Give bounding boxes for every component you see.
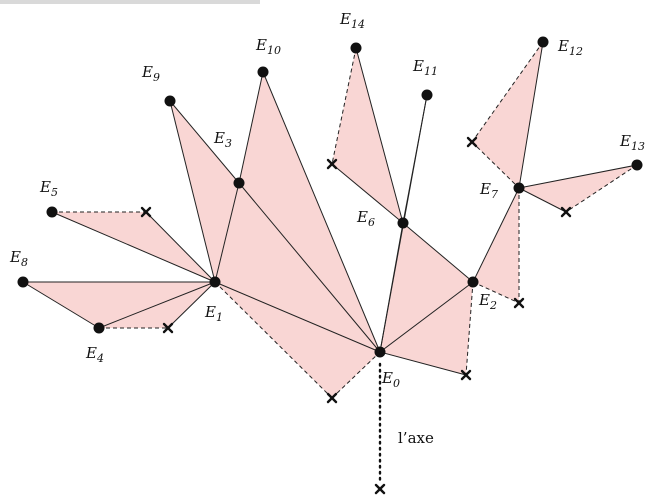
region-e0-e3-e10 — [239, 72, 380, 352]
vertex-e9 — [164, 95, 176, 107]
vertex-e8 — [17, 276, 29, 288]
label-e4: E4 — [85, 344, 104, 365]
region-e0-e2-x — [380, 282, 473, 375]
cross-marker — [326, 158, 338, 170]
vertex-labels: E0 E1 E2 E3 E4 E5 E6 E7 E8 E9 E10 E11 E1… — [9, 10, 645, 390]
cross-marker — [140, 206, 152, 218]
vertex-e0 — [374, 346, 386, 358]
vertex-e3 — [233, 177, 245, 189]
label-e12: E12 — [557, 37, 583, 58]
label-e3: E3 — [213, 129, 232, 150]
vertex-e14 — [350, 42, 362, 54]
vertex-e10 — [257, 66, 269, 78]
cross-marker — [513, 297, 525, 309]
label-e14: E14 — [339, 10, 365, 31]
label-e6: E6 — [356, 208, 375, 229]
cross-marker — [326, 392, 338, 404]
vertex-e6 — [397, 217, 409, 229]
cross-marker — [374, 483, 386, 495]
top-strip — [0, 0, 260, 4]
axis-label: l’axe — [398, 429, 434, 447]
vertex-e12 — [537, 36, 549, 48]
label-e0: E0 — [381, 369, 400, 390]
label-e9: E9 — [141, 63, 160, 84]
shaded-regions — [23, 42, 637, 398]
label-e8: E8 — [9, 248, 28, 269]
region-e1-e8-e4 — [23, 282, 215, 328]
cross-marker — [560, 206, 572, 218]
region-e7-e13 — [519, 165, 637, 212]
label-e2: E2 — [478, 291, 497, 312]
region-e2-e7-x — [473, 188, 519, 303]
vertex-e11 — [421, 89, 433, 101]
cross-marker — [466, 136, 478, 148]
label-e10: E10 — [255, 36, 281, 57]
region-e0-e1-e3 — [215, 183, 380, 352]
vertex-e2 — [467, 276, 479, 288]
label-e13: E13 — [619, 132, 645, 153]
solid-edges — [22, 41, 638, 376]
vertices — [17, 36, 643, 358]
vertex-e4 — [93, 322, 105, 334]
cross-marker — [460, 369, 472, 381]
cross-marker — [162, 322, 174, 334]
cross-markers — [140, 136, 572, 495]
region-e0-e1-x — [215, 282, 380, 398]
label-e5: E5 — [39, 178, 58, 199]
vertex-e13 — [631, 159, 643, 171]
label-e11: E11 — [412, 57, 438, 78]
label-e1: E1 — [204, 303, 223, 324]
region-e6-e14 — [332, 48, 403, 223]
region-e1-e3-e9 — [170, 101, 239, 282]
dashed-edges — [52, 41, 638, 399]
region-e7-e12 — [472, 42, 543, 188]
vertex-e1 — [209, 276, 221, 288]
vertex-e7 — [513, 182, 525, 194]
label-e7: E7 — [479, 180, 498, 201]
region-e0-e6-e2 — [380, 223, 473, 352]
vertex-e5 — [46, 206, 58, 218]
